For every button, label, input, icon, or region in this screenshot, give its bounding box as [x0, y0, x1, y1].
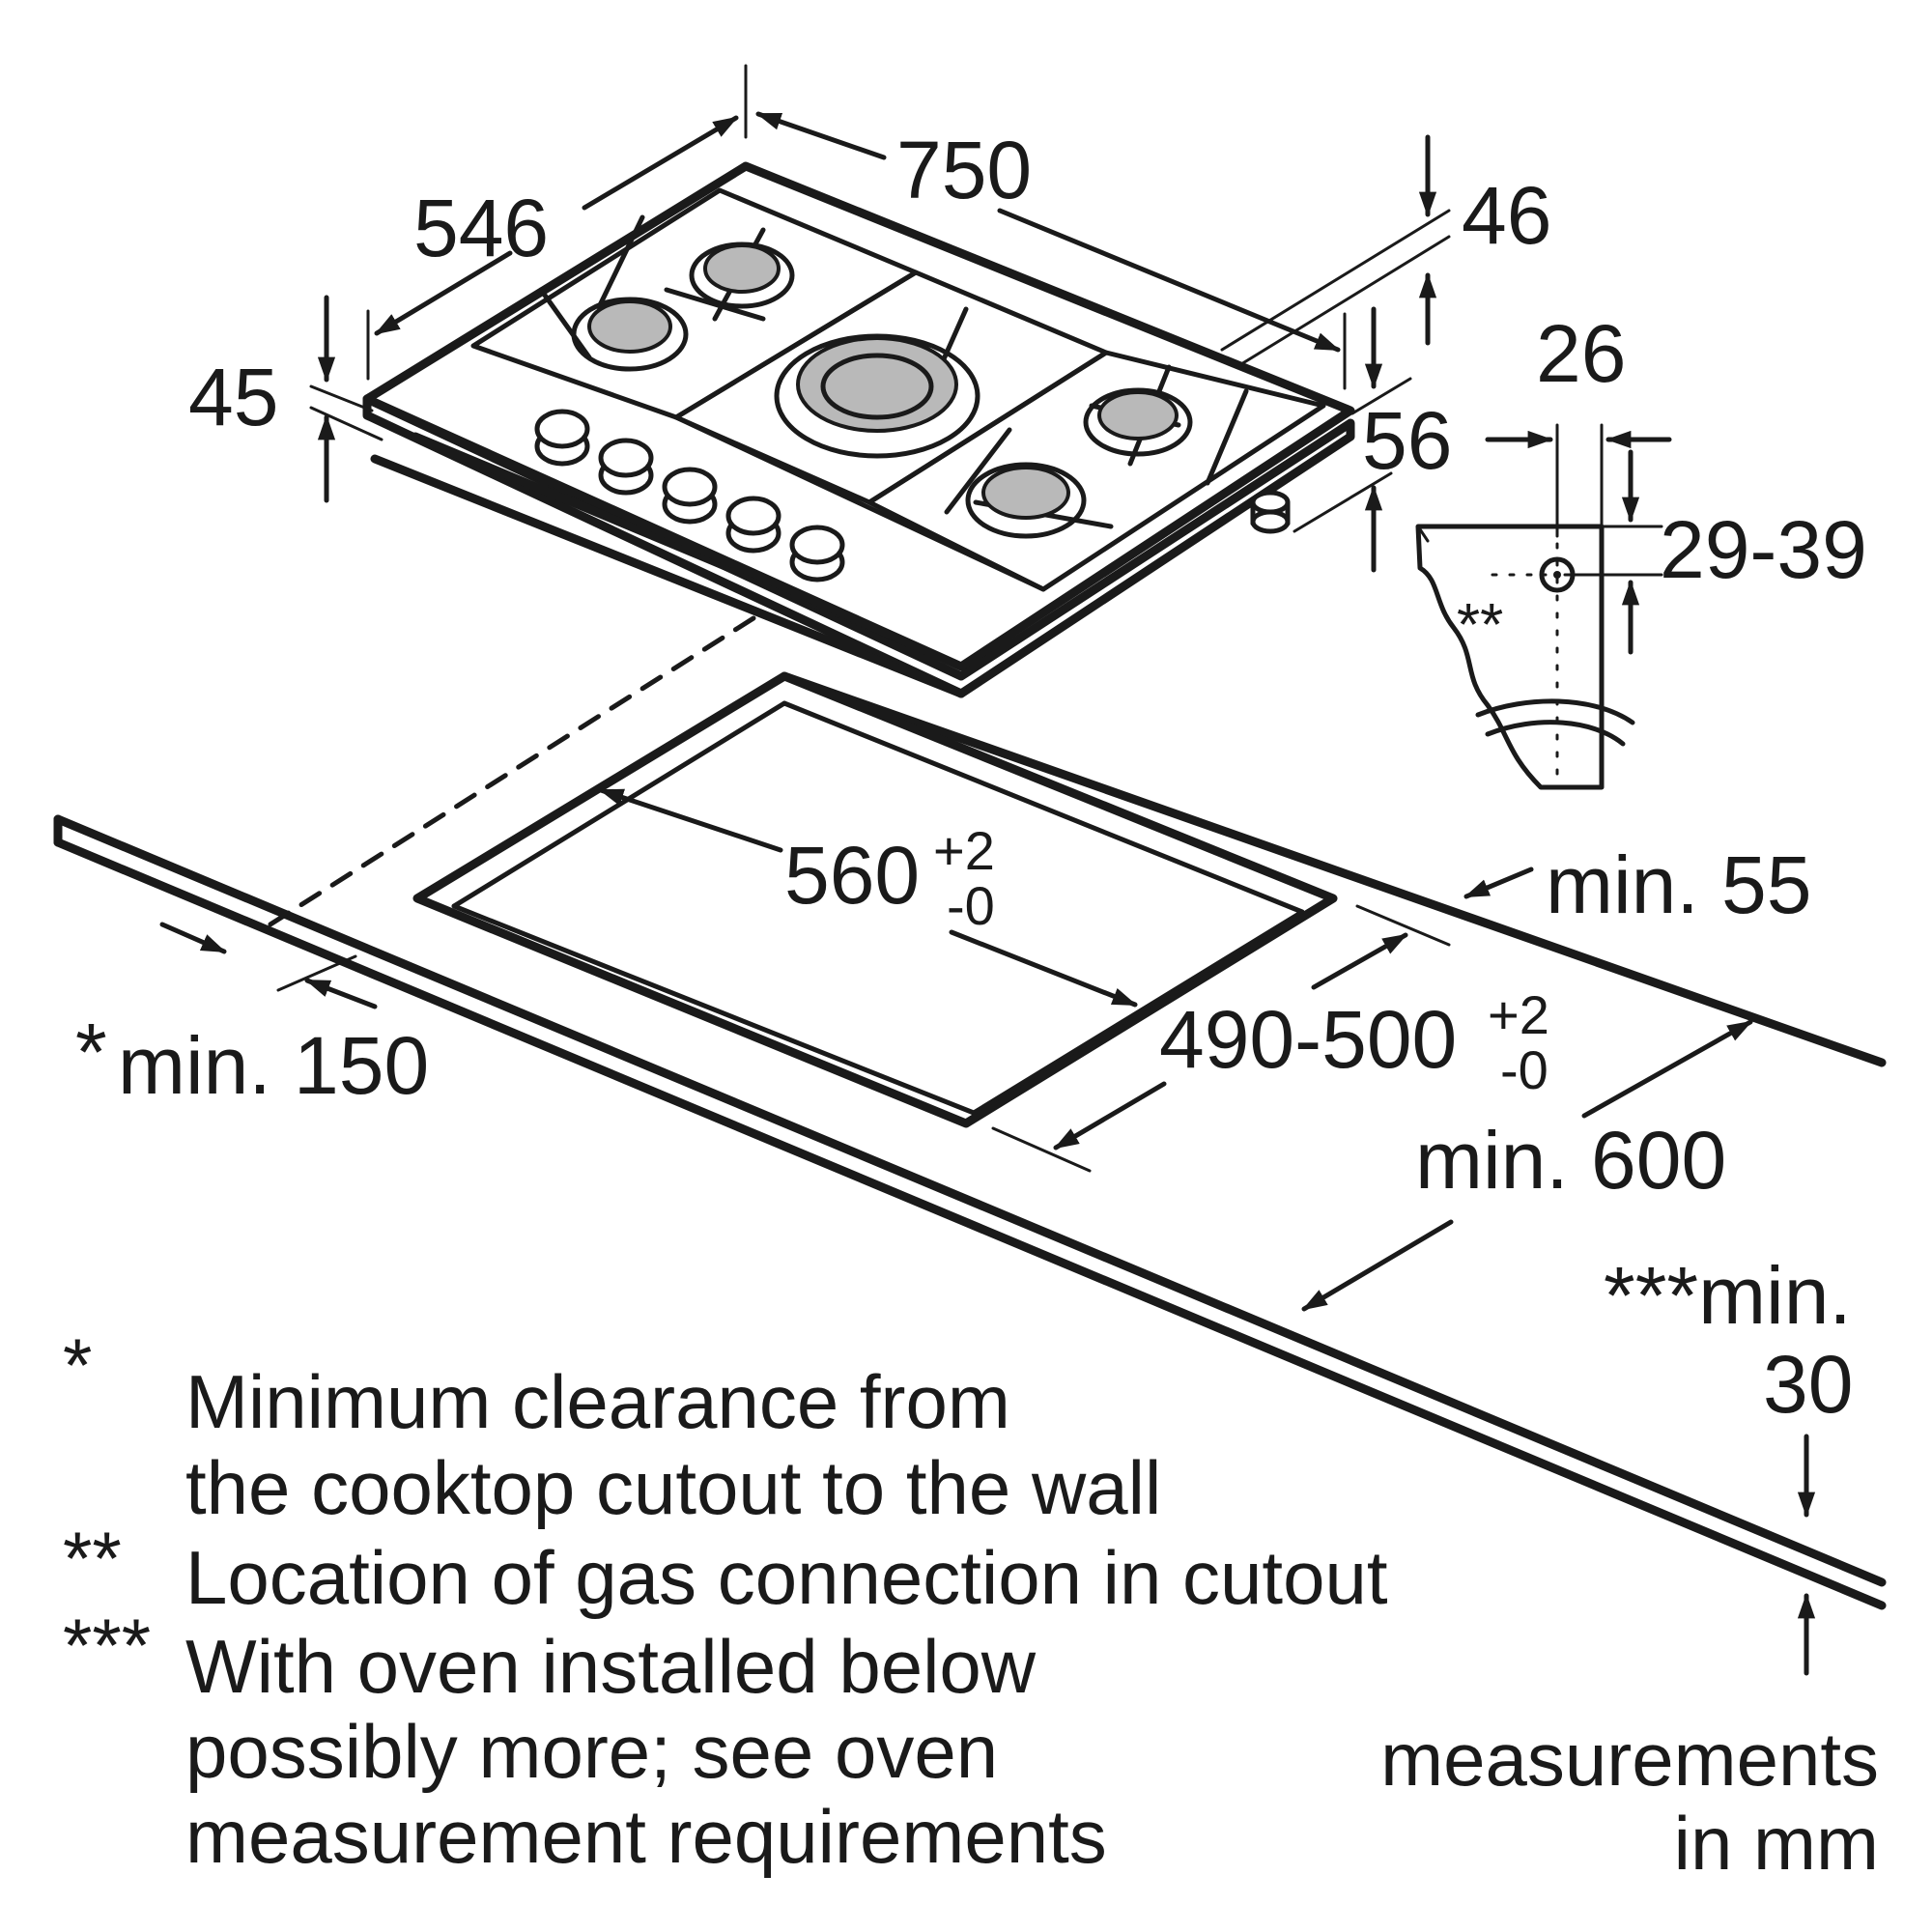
- label-29-39: 29-39: [1660, 504, 1867, 595]
- units-note-line-1: measurements: [1380, 1717, 1879, 1802]
- label-min-55: min. 55: [1546, 839, 1811, 930]
- cooktop: [362, 161, 1355, 698]
- cutout-inner-rim: [451, 700, 1305, 1116]
- label-560: 560: [784, 830, 920, 921]
- label-min-600: min. 600: [1415, 1115, 1726, 1206]
- knob: [534, 409, 590, 467]
- note-1-line-2: the cooktop cutout to the wall: [185, 1445, 1161, 1530]
- burner-rear-left: [689, 242, 795, 309]
- cooktop-cutout: [412, 671, 1338, 1128]
- note-3-line-1: With oven installed below: [185, 1624, 1037, 1709]
- countertop-back-edge: [780, 671, 1887, 1067]
- burner-front-left: [571, 297, 689, 372]
- note-3-marker: ***: [63, 1603, 151, 1688]
- knob: [598, 438, 654, 496]
- knob: [789, 525, 845, 582]
- burner-rear-right: [1083, 387, 1193, 457]
- burner-front-right: [965, 462, 1087, 539]
- label-560-tol-minus: -0: [947, 875, 995, 936]
- burner-wok-center: [774, 333, 980, 459]
- note-3-line-3: measurement requirements: [185, 1794, 1107, 1879]
- label-490-500-tol-plus: +2: [1488, 984, 1549, 1045]
- note-2-marker: **: [63, 1516, 122, 1601]
- countertop: [53, 671, 1887, 1610]
- knob: [725, 496, 781, 554]
- label-26: 26: [1536, 308, 1626, 399]
- label-490-500-tol-minus: -0: [1500, 1039, 1548, 1100]
- footnotes: * Minimum clearance from the cooktop cut…: [63, 1322, 1879, 1886]
- label-min-30-value: 30: [1763, 1339, 1853, 1430]
- label-46: 46: [1462, 170, 1551, 261]
- gas-connection-marker: **: [1457, 592, 1503, 659]
- dimension-labels: 750 546 46 45 56 26 29-39 ** 560 +2 -0 4…: [75, 125, 1867, 1430]
- note-3-line-2: possibly more; see oven: [185, 1709, 998, 1794]
- knob: [662, 467, 718, 525]
- label-min-150: min. 150: [118, 1020, 429, 1111]
- label-490-500: 490-500: [1159, 994, 1457, 1085]
- mounting-bracket-detail: [1415, 423, 1663, 790]
- label-min-150-marker: *: [75, 1007, 107, 1097]
- label-45: 45: [188, 352, 278, 442]
- gas-inlet-pipe: [1250, 490, 1291, 534]
- units-note-line-2: in mm: [1674, 1801, 1879, 1886]
- cooktop-body-side: [362, 394, 1355, 698]
- bracket-profile: [1415, 524, 1605, 790]
- label-546: 546: [413, 183, 549, 273]
- note-1-marker: *: [63, 1322, 92, 1407]
- label-750: 750: [896, 125, 1032, 215]
- label-560-tol-plus: +2: [933, 820, 995, 881]
- control-knobs: [534, 409, 845, 582]
- projection-line: [263, 615, 756, 930]
- countertop-front-edge-upper: [53, 814, 1887, 1587]
- label-min-30-prefix: ***min.: [1604, 1250, 1852, 1341]
- dimension-lines: [159, 64, 1816, 1676]
- note-2-line-1: Location of gas connection in cutout: [185, 1535, 1388, 1620]
- label-56: 56: [1362, 395, 1452, 486]
- note-1-line-1: Minimum clearance from: [185, 1359, 1010, 1444]
- countertop-front-edge-lower: [53, 838, 1887, 1610]
